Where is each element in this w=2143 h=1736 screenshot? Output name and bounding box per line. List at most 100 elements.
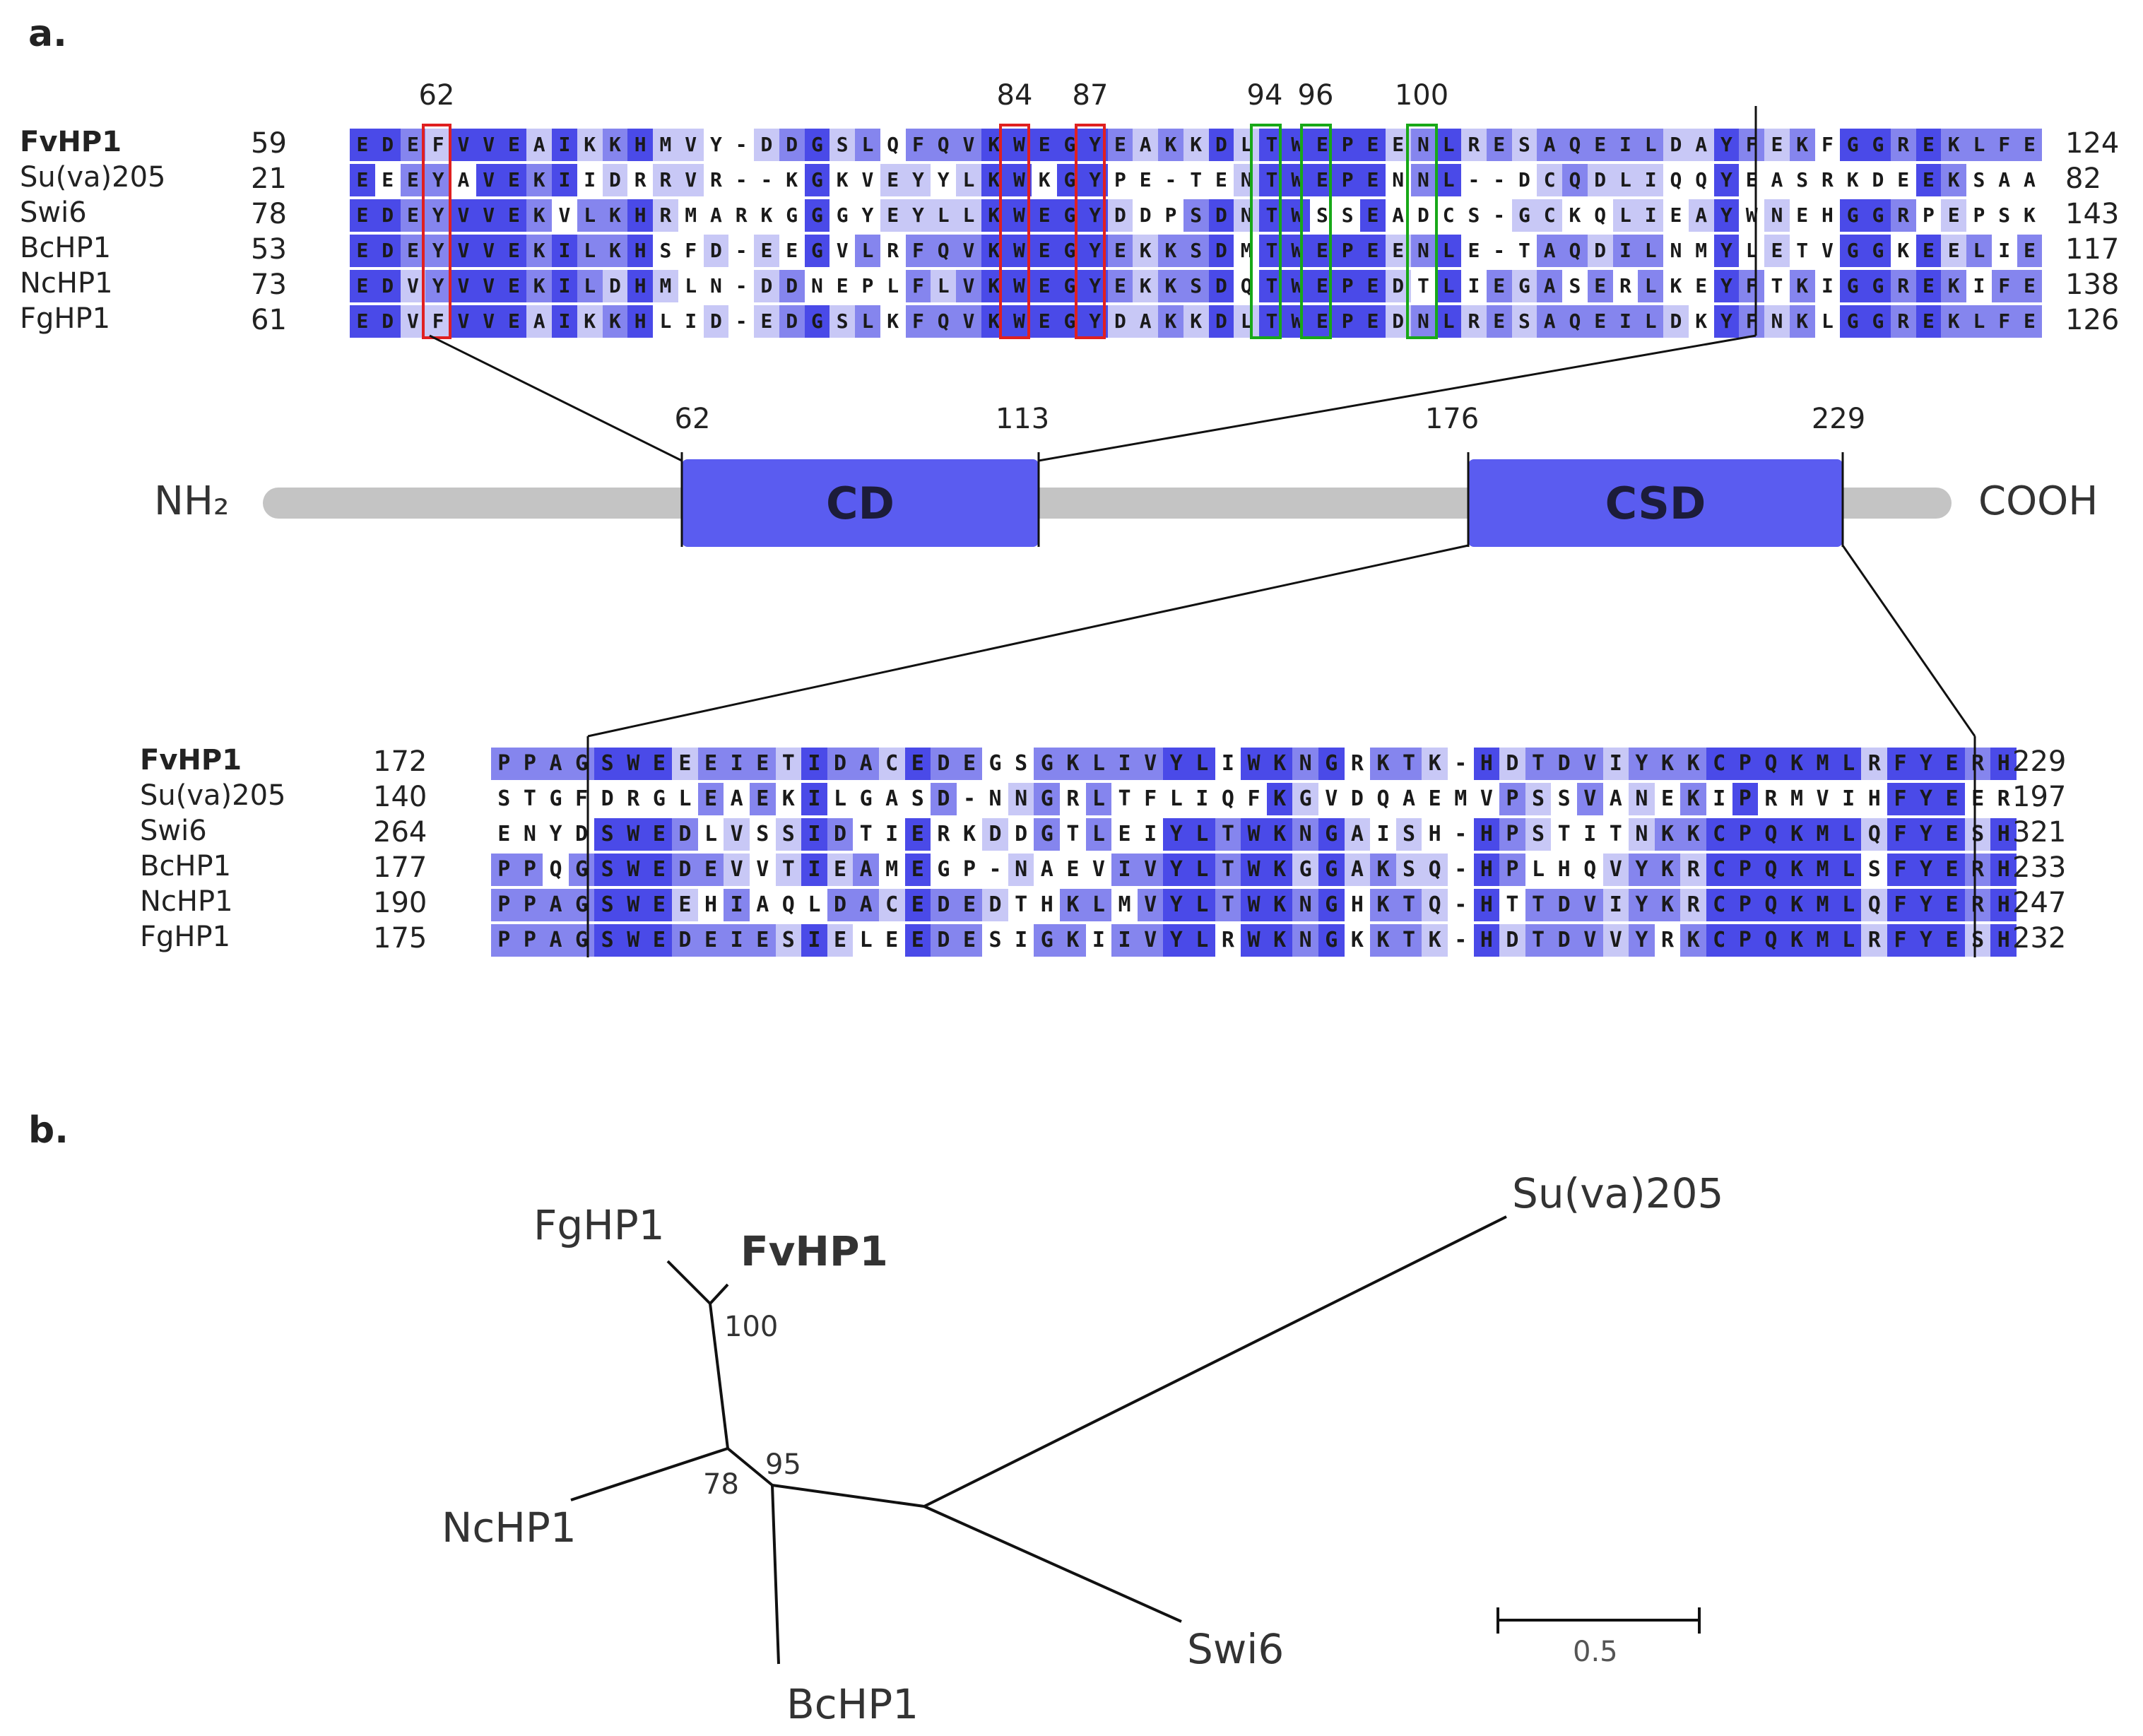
residue: F — [1991, 270, 2017, 302]
taxon-label-fvhp1: FvHP1 — [740, 1227, 888, 1275]
residue: D — [1107, 199, 1133, 232]
residue: I — [552, 235, 577, 267]
residue: T — [1118, 786, 1131, 811]
residue: - — [1454, 857, 1468, 882]
n-terminus-label: NH₂ — [154, 478, 230, 524]
residue: A — [1688, 129, 1714, 161]
residue: V — [956, 270, 981, 302]
residue: E — [1468, 239, 1480, 262]
residue: D — [1208, 199, 1234, 232]
residue: C — [1442, 203, 1455, 227]
residue: L — [1085, 818, 1112, 851]
residue: I — [1973, 274, 1985, 297]
species-name: Swi6 — [20, 196, 87, 229]
residue: K — [1789, 305, 1815, 338]
residue: I — [552, 164, 577, 196]
residue: F — [1739, 270, 1764, 302]
residue: S — [1796, 168, 1809, 191]
residue: D — [602, 270, 628, 302]
residue: K — [1060, 924, 1086, 957]
start-position: 172 — [373, 745, 427, 778]
residue: P — [1499, 854, 1525, 886]
cd-connector-right — [1038, 334, 1757, 462]
residue: A — [1133, 305, 1158, 338]
residue: K — [1266, 748, 1293, 780]
residue: W — [620, 889, 647, 921]
branch-suva205 — [923, 1215, 1507, 1508]
residue: - — [735, 239, 748, 262]
residue: Q — [1422, 854, 1448, 886]
residue: T — [1518, 239, 1530, 262]
residue: I — [1713, 786, 1726, 811]
residue: V — [724, 818, 750, 851]
residue: L — [1532, 857, 1545, 882]
residue: E — [350, 305, 375, 338]
residue: Q — [781, 892, 795, 917]
csd-connector-right — [1841, 545, 1976, 737]
residue: D — [703, 305, 729, 338]
residue: P — [1335, 270, 1360, 302]
residue: P — [491, 889, 517, 921]
residue: G — [836, 203, 849, 227]
residue: Q — [1758, 818, 1784, 851]
residue: R — [887, 239, 899, 262]
start-position: 190 — [373, 887, 427, 919]
residue: S — [1468, 203, 1480, 227]
residue: E — [1939, 748, 1965, 780]
residue: W — [1284, 305, 1310, 338]
residue: V — [451, 129, 476, 161]
residue: E — [1032, 129, 1057, 161]
residue: R — [1821, 168, 1834, 191]
residue: T — [1066, 822, 1080, 846]
end-position: 229 — [2012, 745, 2067, 778]
residue: I — [552, 270, 577, 302]
residue: V — [1480, 786, 1493, 811]
residue: V — [476, 270, 502, 302]
residue: P — [1164, 203, 1177, 227]
residue: L — [1085, 889, 1112, 921]
residue: K — [1422, 924, 1448, 957]
residue: Y — [1713, 164, 1740, 196]
residue: K — [526, 270, 552, 302]
residue: P — [1732, 924, 1759, 957]
residue: E — [400, 235, 426, 267]
residue: D — [602, 164, 628, 196]
residue: E — [697, 924, 724, 957]
residue: L — [659, 309, 672, 333]
residue: F — [905, 235, 931, 267]
residue: P — [962, 857, 976, 882]
residue: T — [1506, 892, 1519, 917]
residue: F — [1887, 748, 1913, 780]
residue: Y — [1629, 748, 1655, 780]
position-94: 94 — [1246, 79, 1283, 112]
residue: L — [808, 892, 821, 917]
residue: H — [1473, 748, 1500, 780]
residue: H — [1473, 818, 1500, 851]
residue: R — [1890, 270, 1916, 302]
residue: K — [602, 199, 628, 232]
residue: P — [491, 854, 517, 886]
residue: L — [1638, 129, 1663, 161]
residue: Y — [1713, 129, 1740, 161]
start-position: 264 — [373, 816, 427, 849]
residue: E — [1939, 889, 1965, 921]
residue: G — [804, 129, 830, 161]
residue: Y — [549, 822, 562, 846]
branch-swi6 — [923, 1505, 1182, 1623]
residue: S — [830, 129, 855, 161]
residue: R — [937, 822, 950, 846]
residue: F — [1739, 305, 1764, 338]
residue: E — [956, 889, 983, 921]
residue: E — [904, 889, 931, 921]
residue: L — [1745, 239, 1758, 262]
residue: E — [501, 199, 527, 232]
residue: K — [1266, 924, 1293, 957]
residue: E — [1360, 270, 1386, 302]
residue: I — [1998, 239, 2011, 262]
residue: E — [1360, 199, 1386, 232]
residue: E — [646, 854, 673, 886]
residue: P — [1732, 854, 1759, 886]
residue: W — [1241, 924, 1267, 957]
